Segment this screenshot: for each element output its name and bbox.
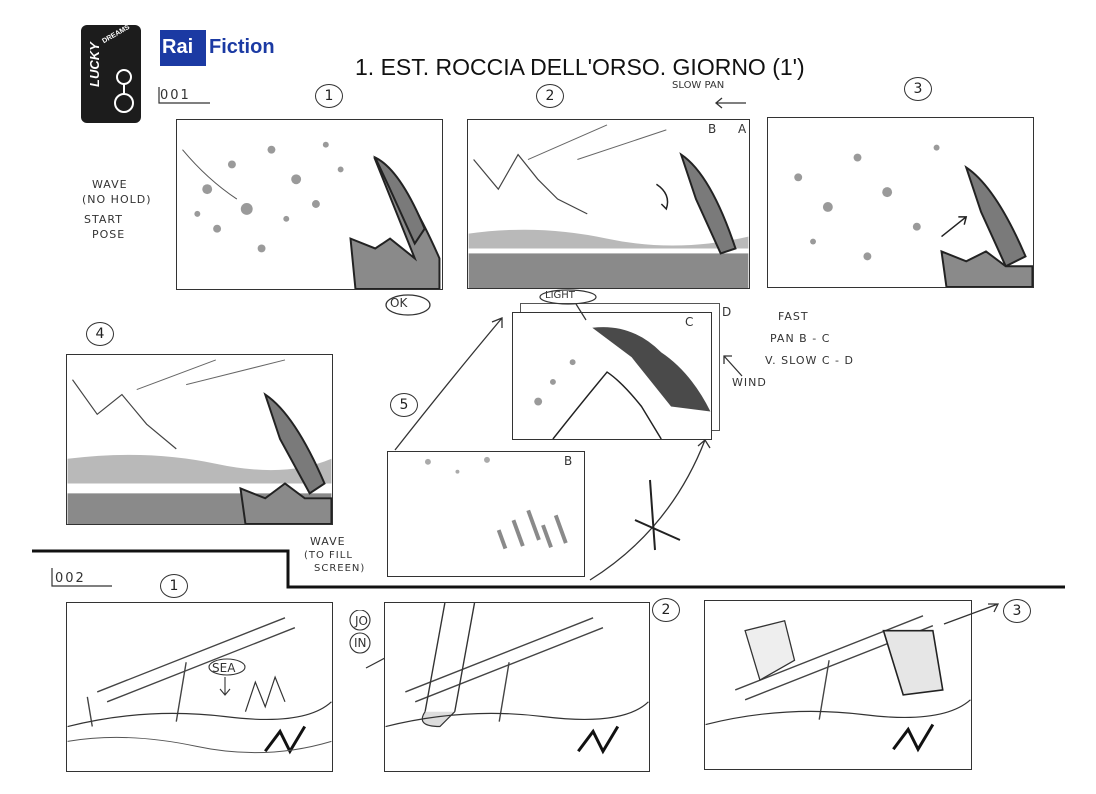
- storyboard-frame-001-5-b: B: [387, 451, 585, 577]
- panel-number-4: 4: [86, 322, 114, 346]
- sea-callout: [208, 658, 246, 696]
- panel-number-002-2: 2: [652, 598, 680, 622]
- storyboard-frame-001-2: B A: [467, 119, 750, 289]
- wind-arrow: [723, 355, 743, 377]
- storyboard-frame-001-4: [66, 354, 333, 525]
- note-slow-pan: SLOW PAN: [672, 80, 725, 91]
- storyboard-frame-001-5-c: C: [512, 312, 712, 440]
- storyboard-frame-002-1: SEA: [66, 602, 333, 772]
- note-start: START: [84, 213, 123, 226]
- note-no-hold: (NO HOLD): [82, 193, 152, 206]
- storyboard-frame-002-2: [384, 602, 650, 772]
- logo-main-text: LUCKY: [87, 42, 102, 87]
- note-jo: JO: [355, 614, 368, 628]
- scene-id-box-2: [51, 568, 112, 587]
- note-vslow-cd: V. SLOW C - D: [765, 354, 854, 367]
- note-frame-a: A: [738, 122, 747, 136]
- storyboard-frame-001-3: [767, 117, 1034, 288]
- note-frame-c: C: [685, 315, 694, 329]
- light-callout: [539, 289, 597, 321]
- note-wave-fill: WAVE: [310, 535, 346, 548]
- note-to-fill: (TO FILL: [304, 550, 353, 561]
- sketch-sea-mountains-2: [67, 359, 332, 524]
- transition-arrows: [394, 317, 711, 581]
- note-pose: POSE: [92, 228, 126, 241]
- scene-divider: [32, 549, 1065, 589]
- rai-text: Rai: [162, 36, 194, 58]
- note-in: IN: [354, 636, 367, 650]
- scene-id-001: 001: [160, 88, 191, 103]
- note-frame-b: B: [708, 122, 717, 136]
- ok-circle: [385, 294, 431, 316]
- panel-number-002-3: 3: [1003, 599, 1031, 623]
- note-ok: OK: [390, 296, 408, 310]
- fiction-text: Fiction: [209, 36, 275, 58]
- lucky-dreams-logo: DREAMS LUCKY: [81, 23, 141, 123]
- sketch-sea-mountains: [468, 124, 749, 288]
- sketch-legs-enter: [385, 603, 649, 755]
- storyboard-frame-001-1: [176, 119, 443, 290]
- scene-id-box: [158, 87, 210, 104]
- pan-arrow-left: [714, 97, 746, 109]
- panel-number-5: 5: [390, 393, 418, 417]
- sketch-spray: [424, 456, 568, 550]
- note-wind: WIND: [732, 376, 767, 389]
- note-sea: SEA: [212, 661, 236, 675]
- panel-number-1: 1: [315, 84, 343, 108]
- sketch-rock-splash: [182, 141, 441, 289]
- sketch-boot-exit: [705, 615, 971, 753]
- note-frame-d: D: [722, 305, 732, 319]
- note-light: LIGHT: [545, 290, 575, 301]
- note-frame-b2: B: [564, 454, 573, 468]
- note-wave: WAVE: [92, 178, 128, 191]
- logo-small-text: DREAMS: [101, 23, 132, 46]
- storyboard-frame-002-3: [704, 600, 972, 770]
- scene-title: 1. EST. ROCCIA DELL'ORSO. GIORNO (1'): [355, 54, 805, 80]
- panel-number-002-1: 1: [160, 574, 188, 598]
- bicycle-icon: [114, 69, 134, 113]
- scene-id-002: 002: [55, 571, 86, 586]
- panel-number-3: 3: [904, 77, 932, 101]
- rai-logo: [160, 30, 206, 66]
- note-screen: SCREEN): [314, 563, 366, 574]
- note-fast: FAST: [778, 310, 809, 323]
- sketch-pole-sea: [67, 617, 332, 755]
- panel-number-2: 2: [536, 84, 564, 108]
- note-pan-bc: PAN B - C: [770, 332, 831, 345]
- sketch-rock-top: [534, 327, 711, 439]
- exit-arrow: [943, 603, 1000, 625]
- sketch-rock-splash-2: [794, 144, 1033, 287]
